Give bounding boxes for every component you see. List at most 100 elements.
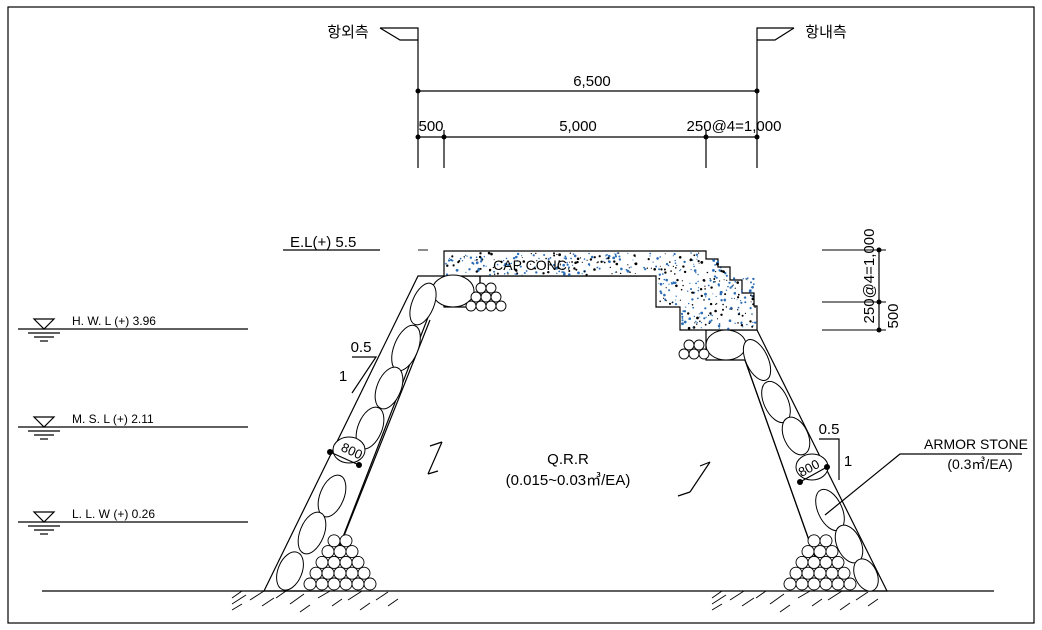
- concrete-speck: [516, 252, 520, 256]
- concrete-speck: [519, 265, 522, 268]
- concrete-speck: [663, 293, 666, 297]
- concrete-speck: [674, 281, 677, 284]
- concrete-speck: [687, 290, 689, 292]
- concrete-speck: [683, 320, 687, 324]
- slope-left-rise: 1: [339, 368, 347, 385]
- concrete-speck: [708, 320, 712, 324]
- concrete-speck: [572, 253, 575, 255]
- concrete-speck: [458, 259, 461, 262]
- concrete-speck: [590, 255, 594, 259]
- concrete-speck: [708, 298, 711, 301]
- concrete-speck: [750, 281, 752, 284]
- concrete-speck: [720, 291, 723, 294]
- rubble-stone: [339, 534, 353, 548]
- concrete-speck: [625, 268, 628, 271]
- concrete-speck: [611, 273, 613, 275]
- concrete-speck: [741, 314, 744, 317]
- concrete-speck: [658, 273, 661, 276]
- concrete-speck: [754, 321, 757, 324]
- concrete-speck: [709, 302, 713, 306]
- rubble-stone: [813, 545, 827, 559]
- concrete-speck: [705, 316, 707, 318]
- rubble-stone: [485, 300, 497, 312]
- concrete-speck: [744, 301, 747, 304]
- concrete-speck: [577, 271, 580, 275]
- concrete-speck: [652, 261, 654, 263]
- concrete-speck: [632, 259, 634, 261]
- concrete-speck: [627, 264, 629, 266]
- concrete-speck: [674, 273, 676, 275]
- concrete-speck: [716, 318, 719, 320]
- rubble-stone: [495, 300, 507, 312]
- dim-dot: [703, 134, 709, 140]
- concrete-speck: [509, 263, 511, 265]
- concrete-speck: [475, 256, 478, 259]
- concrete-speck: [659, 300, 661, 303]
- rubble-stone: [837, 566, 851, 580]
- concrete-speck: [563, 272, 566, 275]
- concrete-speck: [697, 297, 699, 300]
- concrete-speck: [692, 326, 696, 329]
- concrete-speck: [603, 261, 606, 264]
- concrete-speck: [693, 269, 697, 272]
- rubble-stone: [485, 282, 497, 294]
- concrete-speck: [693, 263, 695, 265]
- concrete-speck: [699, 316, 701, 318]
- core-title: Q.R.R: [547, 451, 589, 468]
- concrete-speck: [628, 267, 630, 269]
- concrete-speck: [469, 256, 473, 259]
- concrete-speck: [688, 302, 690, 305]
- concrete-speck: [717, 283, 720, 286]
- rubble-stone: [693, 339, 705, 351]
- concrete-speck: [752, 325, 754, 327]
- concrete-speck: [681, 280, 684, 282]
- rubble-stone: [303, 577, 317, 591]
- concrete-speck: [700, 261, 704, 264]
- concrete-speck: [564, 257, 568, 260]
- concrete-speck: [712, 269, 715, 272]
- concrete-speck: [568, 268, 570, 270]
- concrete-speck: [647, 258, 650, 261]
- concrete-speck: [717, 324, 721, 328]
- rubble-stone: [470, 291, 482, 303]
- concrete-speck: [671, 302, 673, 304]
- concrete-speck: [740, 322, 743, 325]
- concrete-speck: [619, 272, 622, 275]
- concrete-speck: [746, 277, 749, 279]
- concrete-speck: [475, 261, 479, 265]
- concrete-speck: [655, 265, 658, 268]
- concrete-speck: [696, 256, 699, 258]
- dim-left-label: 500: [418, 118, 443, 135]
- concrete-speck: [618, 258, 622, 261]
- concrete-speck: [662, 297, 665, 299]
- concrete-speck: [448, 257, 451, 259]
- concrete-speck: [728, 281, 731, 284]
- water-level-llw: L. L. W (+) 0.26: [18, 507, 248, 535]
- concrete-speck: [585, 273, 588, 276]
- rubble-stone: [843, 577, 857, 591]
- concrete-speck: [690, 252, 692, 254]
- concrete-speck: [713, 278, 716, 280]
- concrete-speck: [674, 259, 676, 262]
- concrete-speck: [493, 270, 496, 273]
- concrete-speck: [714, 264, 717, 266]
- dim-dot: [415, 134, 421, 140]
- concrete-speck: [740, 290, 743, 293]
- concrete-speck: [698, 252, 700, 254]
- concrete-speck: [720, 266, 722, 269]
- concrete-speck: [754, 306, 756, 308]
- concrete-speck: [698, 287, 700, 289]
- concrete-speck: [493, 273, 496, 275]
- concrete-speck: [722, 270, 725, 274]
- concrete-speck: [676, 264, 678, 267]
- concrete-speck: [566, 261, 568, 264]
- concrete-speck: [720, 269, 723, 273]
- concrete-speck: [447, 259, 451, 262]
- rubble-stone: [480, 291, 492, 303]
- concrete-speck: [606, 254, 608, 256]
- concrete-speck: [724, 293, 727, 296]
- concrete-speck: [563, 257, 566, 259]
- concrete-speck: [697, 273, 699, 276]
- water-level-msl: M. S. L (+) 2.11: [18, 412, 248, 440]
- rubble-stone: [789, 566, 803, 580]
